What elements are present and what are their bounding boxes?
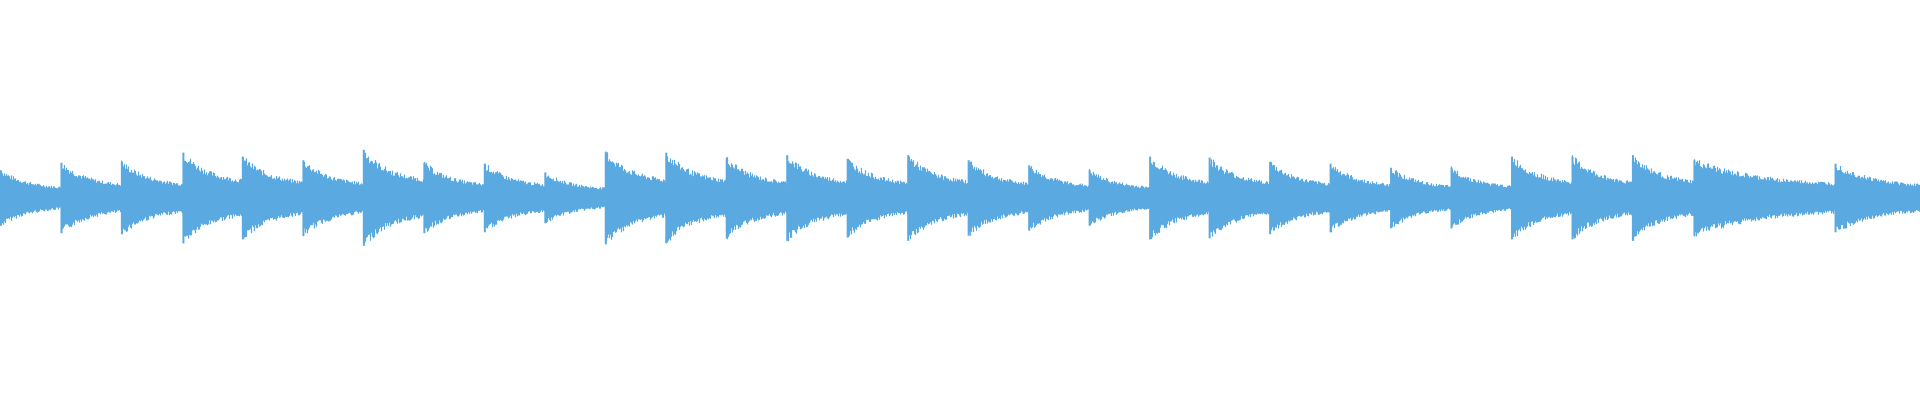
waveform-trace <box>0 149 1920 244</box>
waveform-peaks <box>0 149 1920 246</box>
